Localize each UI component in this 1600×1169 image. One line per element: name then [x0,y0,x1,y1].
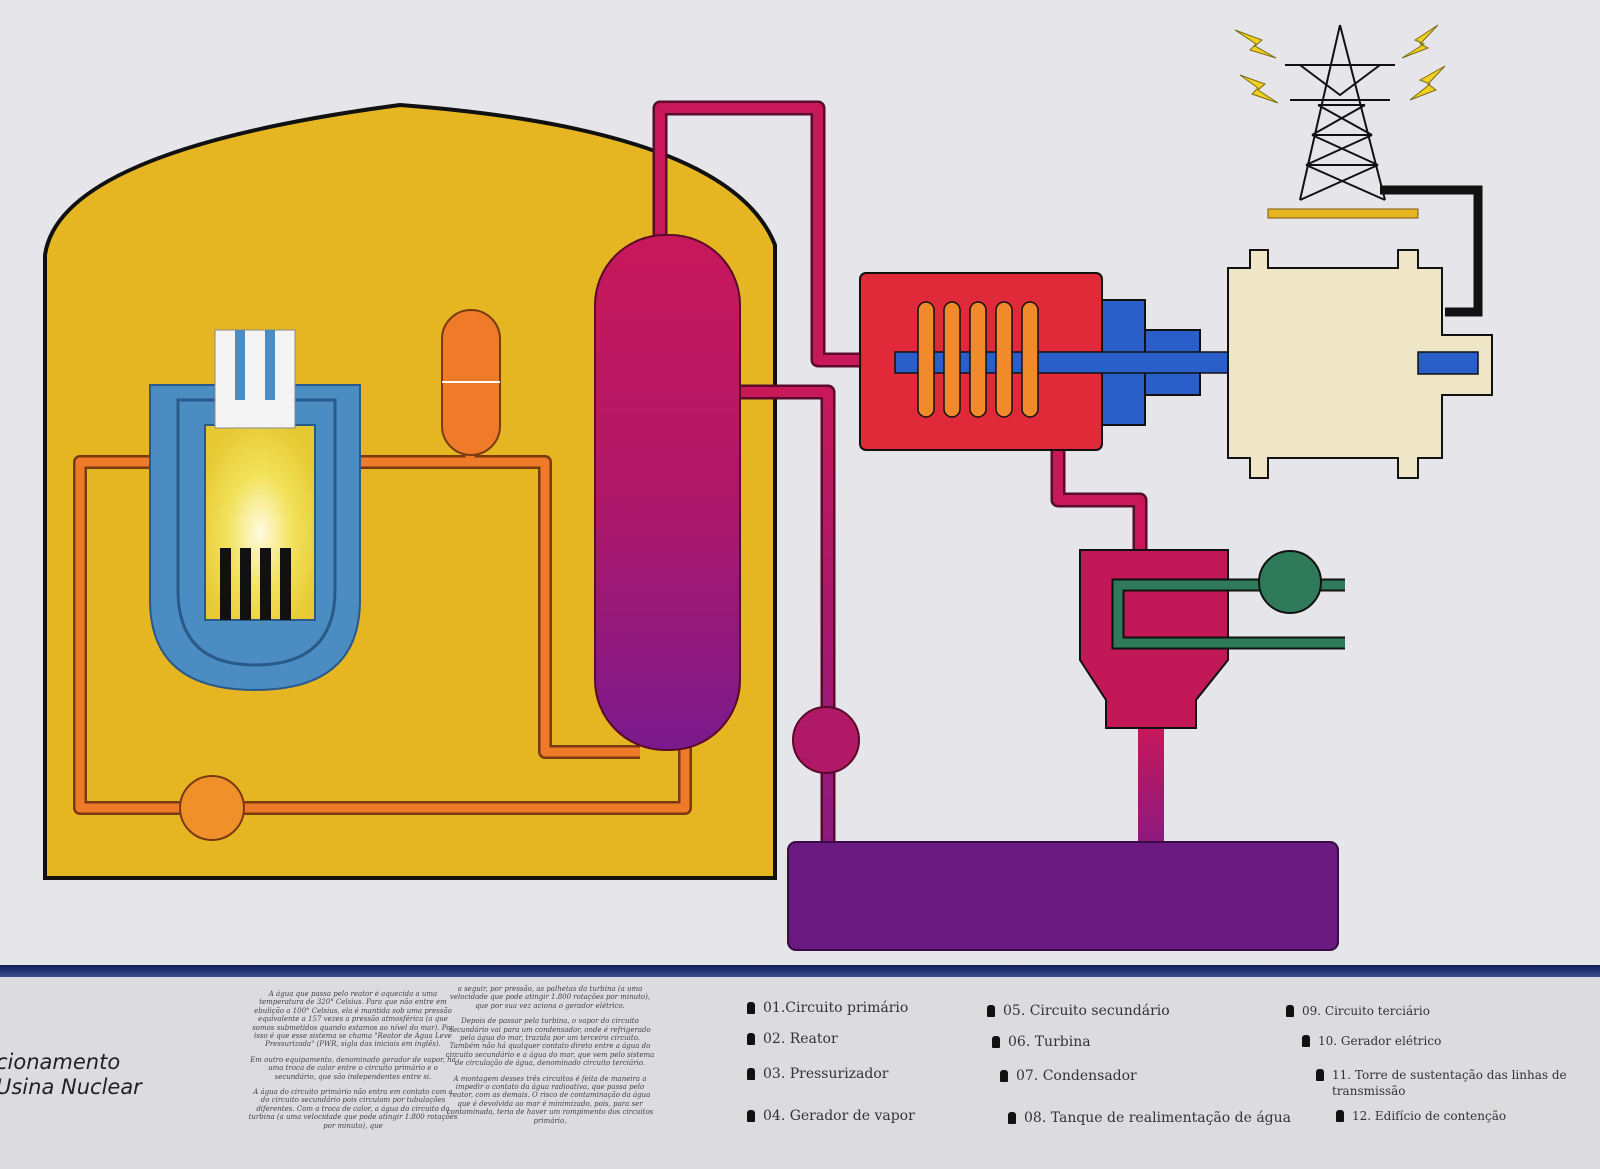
paragraph: A montagem desses três circuitos é feita… [446,1074,654,1125]
tag-icon [747,1033,755,1045]
steam-generator [594,234,741,751]
title-line-1: cionamento [0,1050,121,1074]
legend-item: 08. Tanque de realimentação de água [1008,1110,1298,1126]
paragraph: a seguir, por pressão, as palhetas da tu… [449,985,651,1010]
legend-item: 05. Circuito secundário [987,1003,1170,1019]
primary-pump [179,775,245,841]
tag-icon [1336,1110,1344,1122]
paragraph: Em outro equipamento, denominado gerador… [250,1055,456,1081]
tag-icon [747,1002,755,1014]
legend-item: 10. Gerador elétrico [1302,1033,1441,1049]
legend-item: 09. Circuito terciário [1286,1003,1430,1019]
tag-icon [987,1005,995,1017]
tag-icon [1000,1070,1008,1082]
tertiary-pump [1258,550,1322,614]
legend-label: 12. Edifício de contenção [1352,1109,1507,1123]
legend-item: 03. Pressurizador [747,1066,888,1082]
legend-label: 09. Circuito terciário [1302,1004,1430,1018]
electric-generator [1227,185,1493,479]
secondary-pump [792,706,860,774]
legend-item: 12. Edifício de contenção [1336,1108,1506,1124]
nuclear-plant-diagram [43,24,1493,951]
tag-icon [1008,1112,1016,1124]
legend-label: 10. Gerador elétrico [1318,1034,1442,1048]
transmission-tower [1267,24,1419,219]
legend-item: 01.Circuito primário [747,1000,908,1016]
tag-icon [747,1068,755,1080]
tag-icon [1316,1069,1324,1081]
legend-label: 11. Torre de sustentação das linhas de t… [1332,1068,1567,1098]
legend-item: 06. Turbina [992,1034,1091,1050]
legend-item: 07. Condensador [1000,1068,1137,1084]
lightning-icons [1234,24,1446,104]
legend-label: 04. Gerador de vapor [763,1108,915,1124]
legend-item: 11. Torre de sustentação das linhas de t… [1316,1067,1600,1099]
info-panel [0,977,1600,1169]
tag-icon [992,1036,1000,1048]
text-column-2: a seguir, por pressão, as palhetas da tu… [445,985,655,1132]
legend-item: 04. Gerador de vapor [747,1108,915,1124]
tag-icon [747,1110,755,1122]
legend-label: 08. Tanque de realimentação de água [1024,1110,1292,1126]
reactor [149,329,361,692]
legend-label: 02. Reator [763,1031,838,1047]
title-line-2: Usina Nuclear [0,1075,142,1099]
paragraph: A água que passa pelo reator é aquecida … [252,990,454,1049]
feedwater-tank [787,841,1339,951]
divider-band [0,965,1600,977]
paragraph: Depois de passar pela turbina, o vapor d… [445,1017,655,1068]
tag-icon [1302,1035,1310,1047]
paragraph: A água do circuito primário não entra em… [248,1088,458,1130]
tag-icon [1286,1005,1294,1017]
legend-label: 03. Pressurizador [763,1066,889,1082]
tertiary-circuit [1111,578,1345,650]
text-column-1: A água que passa pelo reator é aquecida … [248,990,458,1137]
legend-label: 06. Turbina [1008,1034,1091,1050]
page-title: cionamento Usina Nuclear [0,1050,142,1100]
secondary-circuit [652,100,1164,846]
legend-label: 07. Condensador [1016,1068,1137,1084]
legend-label: 01.Circuito primário [763,1000,909,1016]
legend-label: 05. Circuito secundário [1003,1003,1170,1019]
turbine [859,272,1246,451]
legend-item: 02. Reator [747,1031,838,1047]
